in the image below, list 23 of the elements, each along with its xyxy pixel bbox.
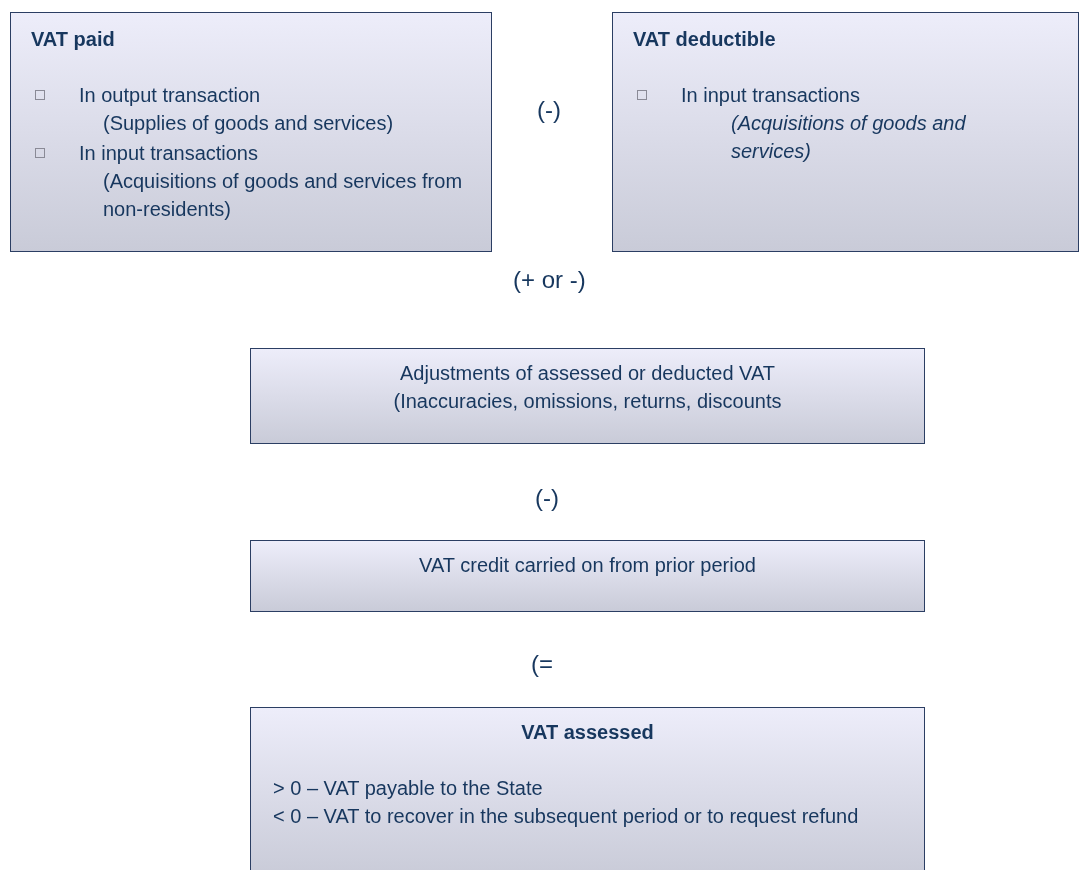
operator-sign: (-) — [537, 96, 561, 124]
info-card — [250, 707, 925, 870]
body-text: < 0 – VAT to recover in the subsequent period or to request refund — [273, 804, 860, 829]
card-heading: VAT assessed — [520, 720, 655, 745]
operator-sign: (+ or -) — [513, 266, 586, 294]
operator-sign: (= — [531, 650, 553, 678]
body-text: VAT credit carried on from prior period — [418, 553, 757, 578]
body-text: > 0 – VAT payable to the State — [273, 776, 543, 801]
card-heading: VAT paid — [31, 27, 115, 52]
body-text: Adjustments of assessed or deducted VAT — [399, 361, 776, 386]
body-text: (Supplies of goods and services) — [103, 111, 394, 136]
body-text: In input transactions — [79, 141, 258, 166]
info-card — [612, 12, 1079, 252]
info-card — [250, 348, 925, 444]
operator-sign: (-) — [535, 484, 559, 512]
body-text: In output transaction — [79, 83, 261, 108]
body-text: In input transactions — [681, 83, 860, 108]
body-text: (Acquisitions of goods and services from non-residents) — [103, 169, 464, 222]
body-text: (Inaccuracies, omissions, returns, discounts — [392, 389, 783, 414]
info-card — [250, 540, 925, 612]
card-heading: VAT deductible — [633, 27, 776, 52]
body-text: (Acquisitions of goods and services) — [731, 111, 967, 164]
info-card — [10, 12, 492, 252]
